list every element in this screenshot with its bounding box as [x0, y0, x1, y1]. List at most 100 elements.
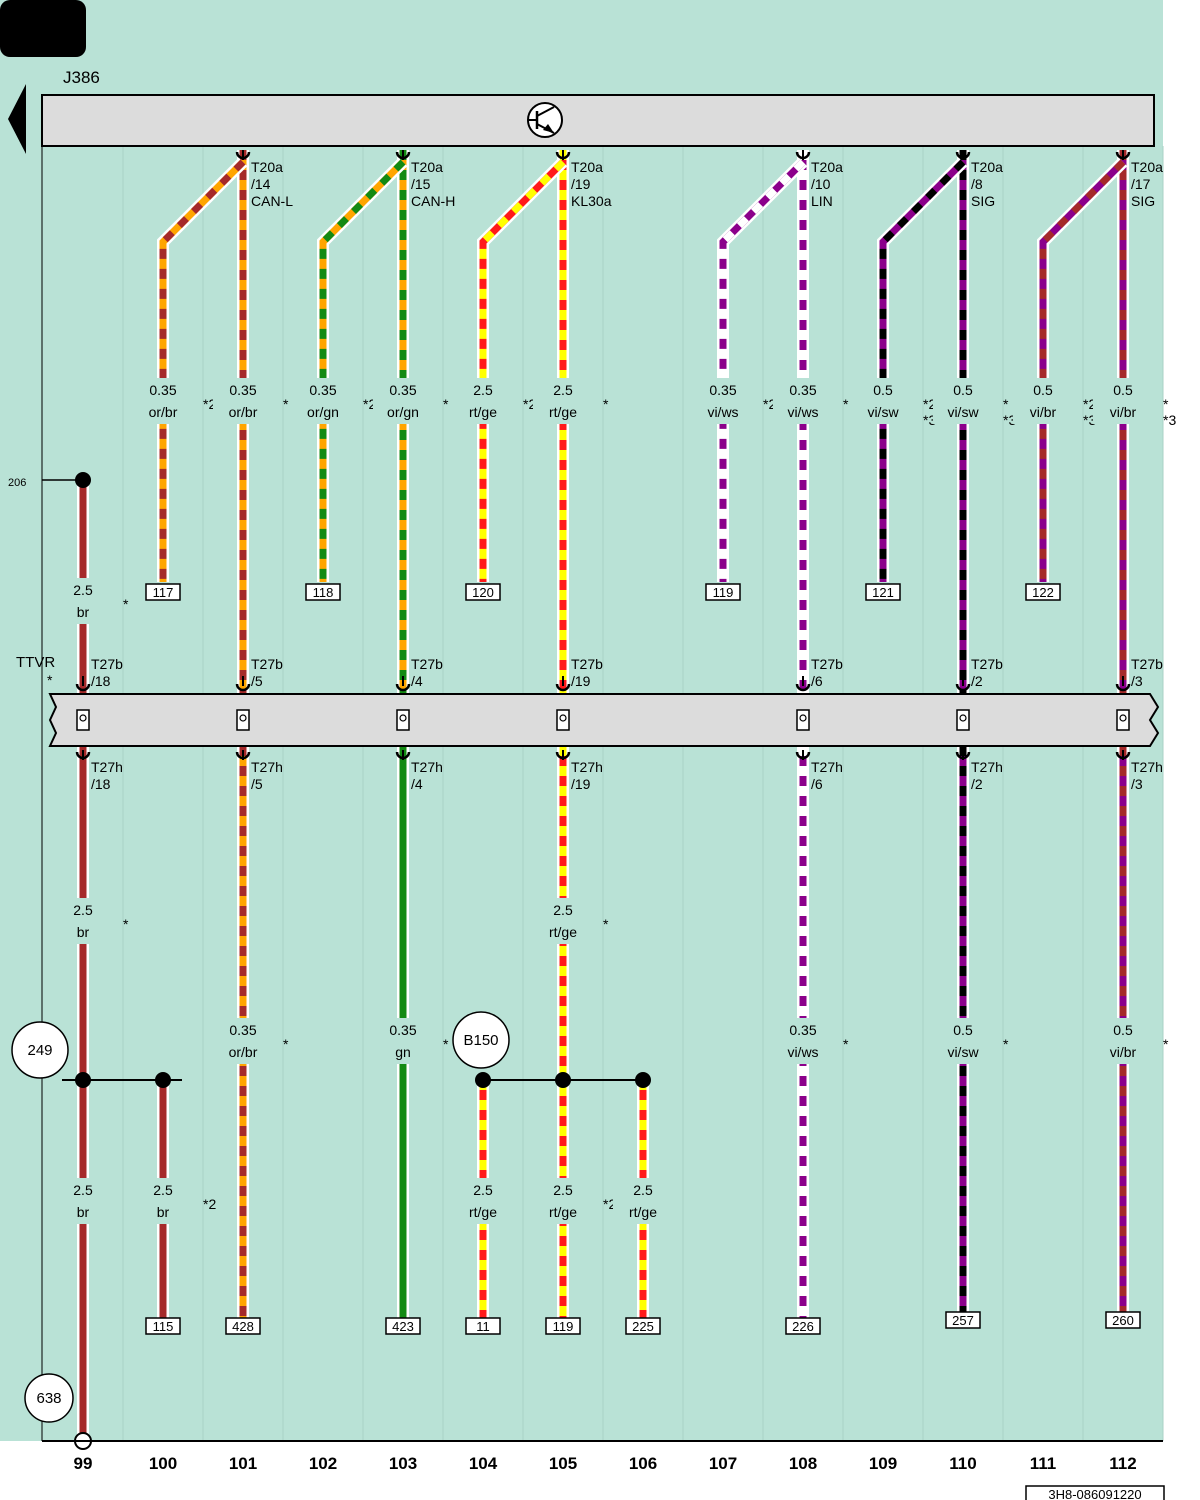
- ttvr-star: *: [47, 672, 53, 688]
- pin-label: /14: [251, 176, 271, 192]
- pin-label: T27b: [91, 656, 123, 672]
- pin-label: /4: [411, 673, 423, 689]
- column-number: 99: [74, 1454, 93, 1473]
- pin-t27b: [1115, 683, 1131, 692]
- wire-color-code: vi/sw: [947, 404, 979, 420]
- wire-label-bg: [533, 378, 593, 424]
- wire-label-bg: [933, 378, 993, 424]
- ref-box-label: 423: [392, 1319, 414, 1334]
- circle-ref-label: 638: [36, 1390, 61, 1407]
- wire-label-bg: [133, 1178, 193, 1224]
- ref-box-label: 118: [313, 585, 334, 600]
- wire-label-bg: [1093, 1018, 1153, 1064]
- ref-box: [145, 583, 181, 601]
- pin-label: T27h: [1131, 759, 1163, 775]
- ref-box-label: 257: [952, 1313, 974, 1328]
- wire-size: 0.35: [389, 1022, 416, 1038]
- wire-note: *3: [1163, 412, 1176, 428]
- wire-100-branch: [157, 157, 248, 582]
- wire-size: 2.5: [553, 1182, 573, 1198]
- pin-label: /15: [411, 176, 431, 192]
- wire-color-code: or/br: [229, 404, 258, 420]
- wire-note: *: [283, 1036, 289, 1052]
- wire-label-bg: [693, 378, 753, 424]
- wire-color-code: gn: [395, 1044, 411, 1060]
- pin-t27b: [555, 683, 571, 692]
- wire-size: 0.5: [873, 382, 893, 398]
- wire-color-code: vi/br: [1110, 404, 1137, 420]
- ref-box: [1025, 583, 1061, 601]
- wire-label-bg: [1093, 378, 1153, 424]
- wire-note: *: [603, 396, 609, 412]
- pin-label: /19: [571, 176, 591, 192]
- junction-dot: [75, 1072, 91, 1088]
- wire-color-code: br: [77, 924, 90, 940]
- previous-page-arrow[interactable]: [8, 84, 26, 154]
- wire-note: *: [443, 1036, 449, 1052]
- wire-color-code: vi/ws: [787, 1044, 818, 1060]
- ref-box: [465, 583, 501, 601]
- connector-pin-cell: [956, 709, 970, 731]
- ref-box: [705, 583, 741, 601]
- ref-box-label: 260: [1112, 1313, 1134, 1328]
- ref-box-label: 117: [153, 585, 174, 600]
- wire-label-bg: [613, 1178, 673, 1224]
- wire-size: 2.5: [153, 1182, 173, 1198]
- pin-label: T27h: [411, 759, 443, 775]
- wire-color-code: rt/ge: [629, 1204, 657, 1220]
- wire-color-code: rt/ge: [469, 1204, 497, 1220]
- wire-size: 0.35: [789, 382, 816, 398]
- connector-ttvr-bar: [48, 693, 1160, 747]
- pin-label: T20a: [411, 159, 443, 175]
- wire-size: 0.35: [389, 382, 416, 398]
- wire-label-bg: [213, 378, 273, 424]
- wire-color-code: or/br: [149, 404, 178, 420]
- ref-box: [865, 583, 901, 601]
- pin-label: /17: [1131, 176, 1151, 192]
- ttvr-label: TTVR: [16, 654, 55, 671]
- connector-pin-icon: [559, 714, 567, 722]
- wire-color-code: br: [157, 1204, 170, 1220]
- ref-box: [225, 1317, 261, 1335]
- ref-box: [1105, 1311, 1141, 1329]
- wire-note: *: [603, 916, 609, 932]
- wire-label-bg: [853, 378, 913, 424]
- wire-note: *: [1003, 396, 1009, 412]
- ref-box-label: 115: [153, 1319, 174, 1334]
- wire-label-bg: [453, 1178, 513, 1224]
- wire-size: 0.5: [1113, 1022, 1133, 1038]
- ref-box-label: 226: [792, 1319, 814, 1334]
- wire-label-bg: [53, 1178, 113, 1224]
- wire-label-bg: [933, 1018, 993, 1064]
- ref-box: [465, 1317, 501, 1335]
- wire-size: 2.5: [553, 902, 573, 918]
- ref-box-label: 225: [632, 1319, 654, 1334]
- column-number: 104: [469, 1454, 498, 1473]
- connector-pin-icon: [1119, 714, 1127, 722]
- wire-label-bg: [213, 1018, 273, 1064]
- pin-label: T27b: [411, 656, 443, 672]
- document-number: 3H8-086091220: [1048, 1487, 1141, 1500]
- column-number: 108: [789, 1454, 817, 1473]
- pin-label: /19: [571, 776, 591, 792]
- pin-label: T27h: [971, 759, 1003, 775]
- wire-base: [879, 159, 966, 582]
- ref-box: [545, 1317, 581, 1335]
- pin-label: T27b: [251, 656, 283, 672]
- ref-box-label: 119: [713, 585, 734, 600]
- wire-size: 0.5: [953, 1022, 973, 1038]
- wire-size: 0.35: [709, 382, 736, 398]
- ref-box-label: 120: [472, 585, 494, 600]
- connector-pin-cell: [396, 709, 410, 731]
- connector-pin-icon: [399, 714, 407, 722]
- pin-label: /2: [971, 673, 983, 689]
- pin-label: /18: [91, 776, 111, 792]
- junction-dot: [75, 472, 91, 488]
- wire-color-code: rt/ge: [469, 404, 497, 420]
- transistor-icon: [527, 102, 563, 138]
- wire-note: *: [123, 596, 129, 612]
- wire-size: 2.5: [73, 902, 93, 918]
- wire-note: *: [843, 1036, 849, 1052]
- wire-size: 0.5: [1033, 382, 1053, 398]
- wire-size: 0.35: [309, 382, 336, 398]
